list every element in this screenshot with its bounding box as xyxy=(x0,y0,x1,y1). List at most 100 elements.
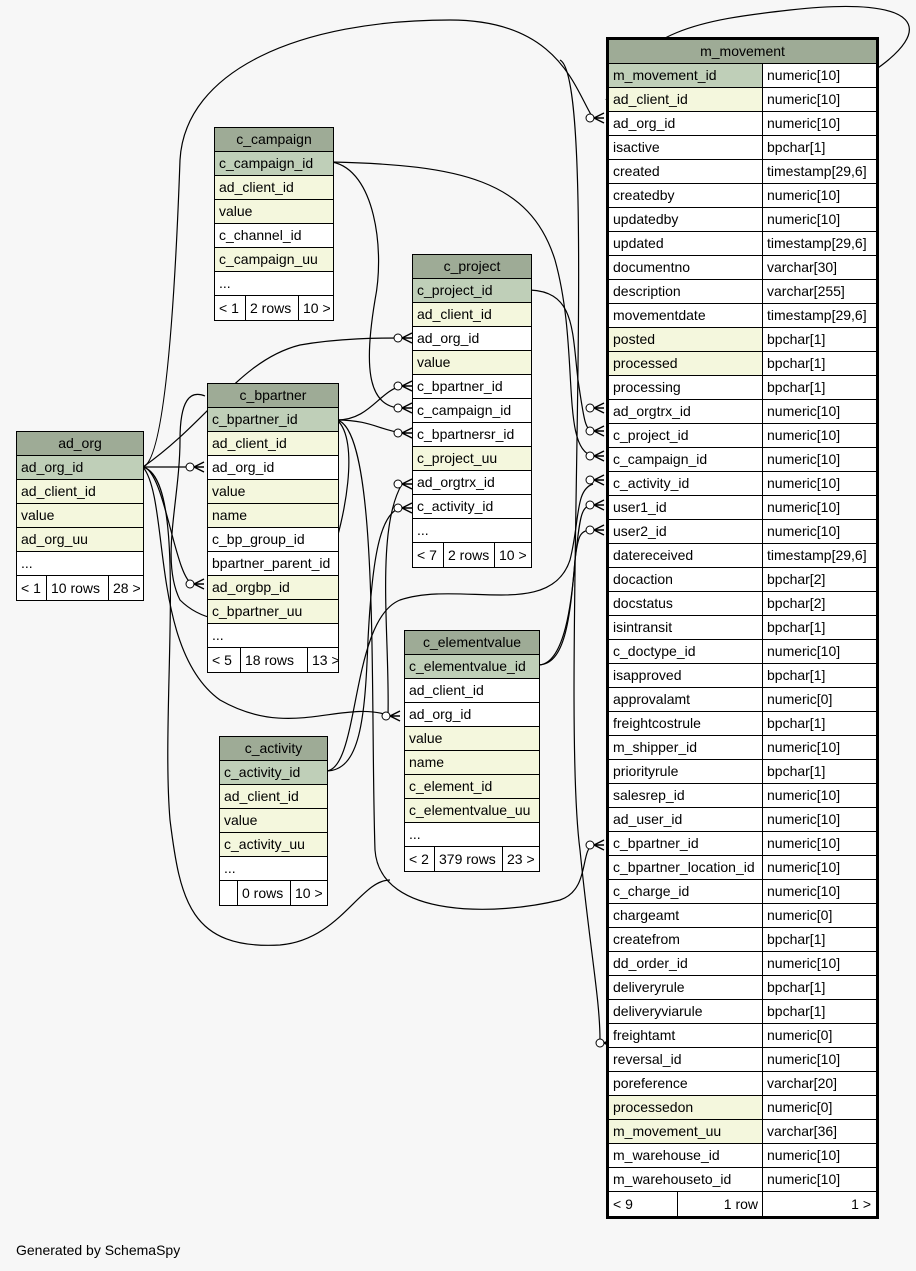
table-row[interactable]: c_activity_id xyxy=(413,495,531,519)
children-count[interactable]: 28 > xyxy=(108,576,143,600)
table-row[interactable]: c_bpartner_uu xyxy=(208,600,338,624)
children-count[interactable]: 10 > xyxy=(290,881,327,905)
table-row[interactable]: value xyxy=(413,351,531,375)
table-row[interactable]: ad_org_uu xyxy=(17,528,143,552)
table-title[interactable]: ad_org xyxy=(17,432,143,456)
table-row[interactable]: c_bpartner_id xyxy=(208,408,338,432)
table-row[interactable]: c_elementvalue_uu xyxy=(405,799,539,823)
table-row[interactable]: name xyxy=(208,504,338,528)
table-row[interactable]: c_project_uu xyxy=(413,447,531,471)
table-row[interactable]: ... xyxy=(413,519,531,543)
table-row[interactable]: c_channel_id xyxy=(215,224,333,248)
table-row[interactable]: ... xyxy=(220,857,327,881)
table-row[interactable]: c_campaign_id xyxy=(215,152,333,176)
table-row[interactable]: c_campaign_id xyxy=(413,399,531,423)
table-title[interactable]: c_elementvalue xyxy=(405,631,539,655)
table-row[interactable]: value xyxy=(215,200,333,224)
table-row[interactable]: ad_client_id xyxy=(413,303,531,327)
children-count[interactable]: 13 > xyxy=(307,648,338,672)
table-row[interactable]: ad_client_id xyxy=(17,480,143,504)
parents-count[interactable]: < 9 xyxy=(613,1196,633,1212)
children-count[interactable]: 23 > xyxy=(502,847,539,871)
table-title[interactable]: c_campaign xyxy=(215,128,333,152)
table-row[interactable]: c_activity_uu xyxy=(220,833,327,857)
table-row[interactable]: value xyxy=(220,809,327,833)
table-row[interactable]: c_bpartnersr_id xyxy=(413,423,531,447)
row-count[interactable]: 10 rows xyxy=(46,576,108,600)
row-count[interactable]: 2 rows xyxy=(245,296,298,320)
table-row[interactable]: ... xyxy=(208,624,338,648)
table-row[interactable]: ad_org_id xyxy=(405,703,539,727)
row-count[interactable]: 2 rows xyxy=(443,543,494,567)
row-count[interactable]: 1 row xyxy=(677,1192,762,1216)
table-row[interactable]: c_element_id xyxy=(405,775,539,799)
table-row[interactable]: value xyxy=(17,504,143,528)
table-row[interactable]: value xyxy=(405,727,539,751)
table-row[interactable]: ... xyxy=(405,823,539,847)
row-count[interactable]: 379 rows xyxy=(434,847,502,871)
table-row[interactable]: bpartner_parent_id xyxy=(208,552,338,576)
table-title[interactable]: c_project xyxy=(413,255,531,279)
table-row[interactable]: ad_orgbp_id xyxy=(208,576,338,600)
parents-count[interactable]: < 2 xyxy=(409,851,429,867)
table-row[interactable]: c_campaign_uu xyxy=(215,248,333,272)
table-title[interactable]: c_activity xyxy=(220,737,327,761)
table-row[interactable]: ... xyxy=(215,272,333,296)
parents-count[interactable] xyxy=(220,881,237,905)
table-row[interactable]: ad_client_id xyxy=(208,432,338,456)
table-row[interactable]: ad_org_id xyxy=(413,327,531,351)
table-row[interactable]: ad_client_id xyxy=(215,176,333,200)
table-row[interactable]: c_elementvalue_id xyxy=(405,655,539,679)
table-row[interactable]: ... xyxy=(17,552,143,576)
parents-count[interactable]: < 7 xyxy=(417,547,437,563)
table-row[interactable]: c_project_id xyxy=(413,279,531,303)
table-row[interactable]: name xyxy=(405,751,539,775)
parents-count[interactable]: < 1 xyxy=(219,300,239,316)
table-row[interactable]: c_activity_id xyxy=(220,761,327,785)
row-count[interactable]: 18 rows xyxy=(240,648,307,672)
table-row[interactable]: ad_orgtrx_id xyxy=(413,471,531,495)
